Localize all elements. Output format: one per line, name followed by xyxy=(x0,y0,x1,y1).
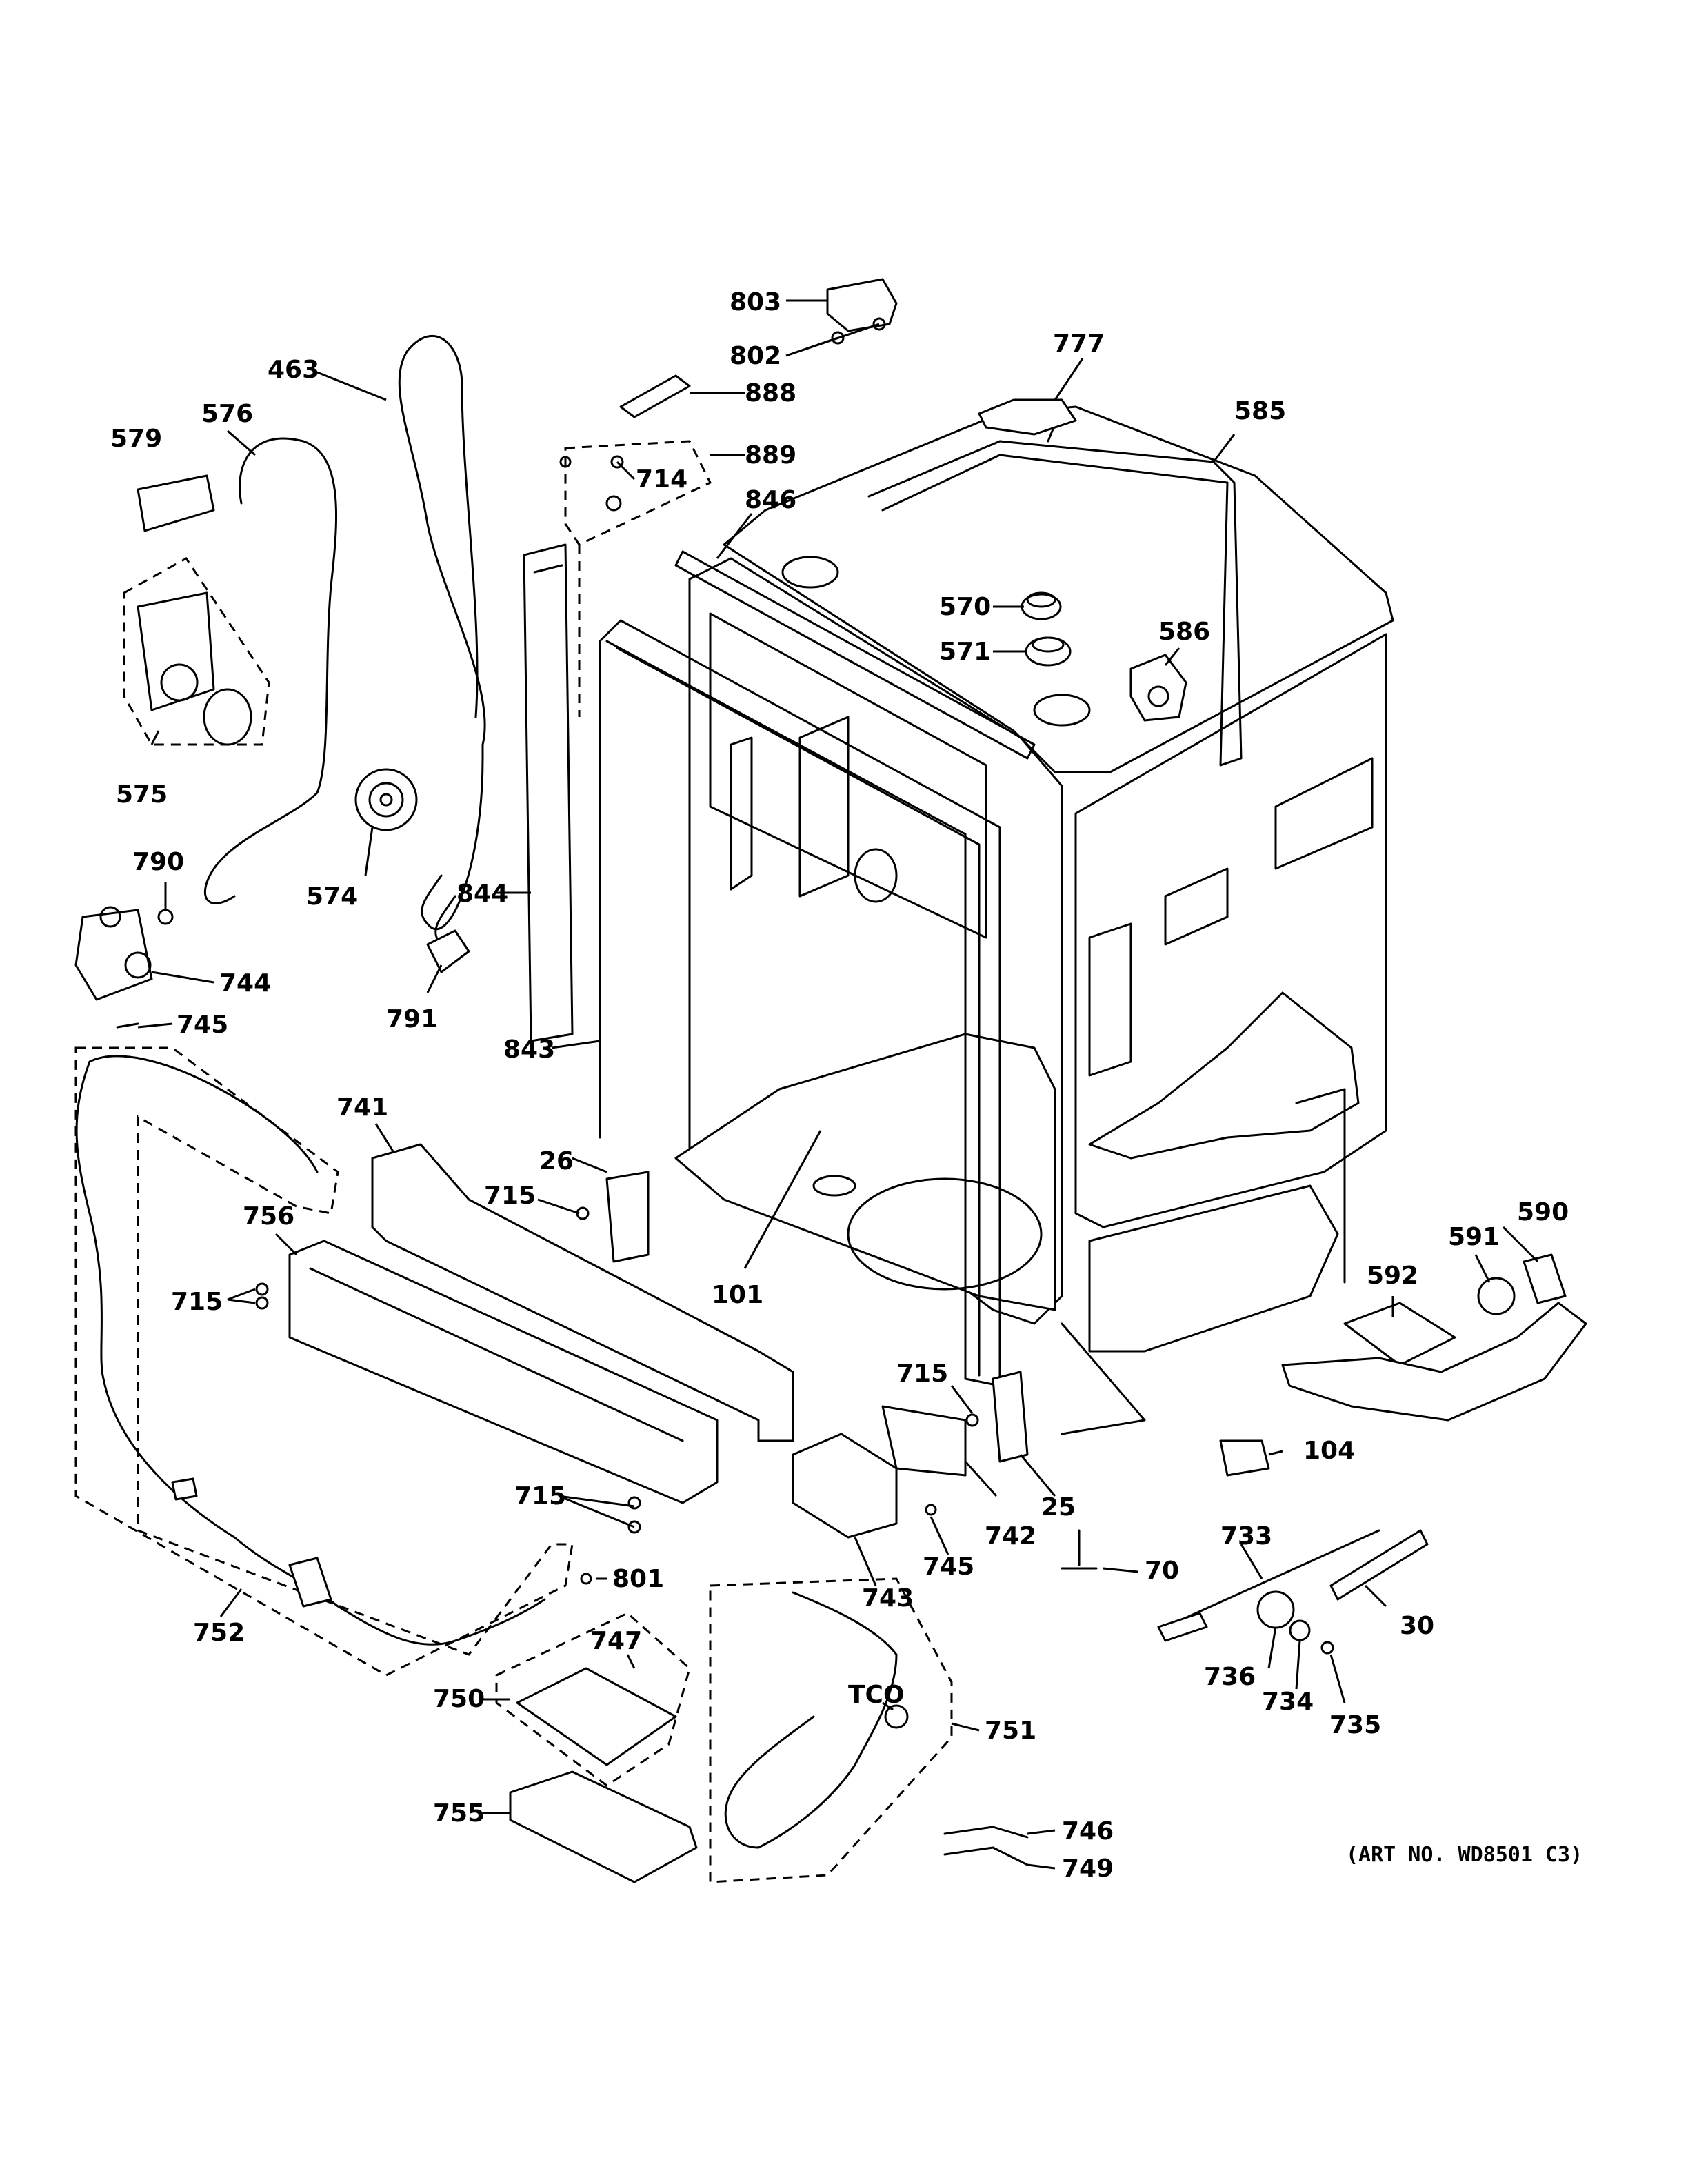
vent-574 xyxy=(354,768,418,831)
callout-742: 742 xyxy=(985,1522,1036,1550)
kickplate-756 xyxy=(288,1240,719,1504)
callout-574: 574 xyxy=(306,882,358,911)
callout-736: 736 xyxy=(1204,1663,1256,1691)
vent-assembly-575-579 xyxy=(123,474,270,746)
callout-586: 586 xyxy=(1158,618,1210,646)
callout-744: 744 xyxy=(219,969,271,998)
callout-750: 750 xyxy=(433,1685,485,1713)
callout-756: 756 xyxy=(243,1202,294,1231)
water-valve-744 xyxy=(74,906,174,1029)
callout-733: 733 xyxy=(1220,1522,1272,1550)
callout-592: 592 xyxy=(1367,1262,1418,1290)
callout-888: 888 xyxy=(745,379,796,407)
leveler-70 xyxy=(1061,1529,1098,1570)
callout-715-b: 715 xyxy=(171,1288,223,1316)
callout-575: 575 xyxy=(116,780,168,809)
callout-579: 579 xyxy=(110,425,162,453)
hose-end-791 xyxy=(426,929,470,973)
leader-lines xyxy=(137,299,1539,1870)
callout-30: 30 xyxy=(1400,1612,1434,1640)
callout-25: 25 xyxy=(1041,1493,1076,1521)
callout-714: 714 xyxy=(636,465,687,494)
harness-outline-751 xyxy=(709,1577,953,1883)
module-743 xyxy=(792,1433,898,1539)
tub-assembly xyxy=(674,398,1394,1435)
callout-735: 735 xyxy=(1329,1711,1381,1739)
callout-790: 790 xyxy=(132,848,184,876)
callout-749: 749 xyxy=(1062,1854,1114,1883)
art-number: (ART NO. WD8501 C3) xyxy=(1346,1843,1582,1867)
bracket-parts-top xyxy=(559,278,898,717)
screw-735 xyxy=(1320,1641,1334,1655)
callout-715-d: 715 xyxy=(514,1482,566,1510)
toekick-741 xyxy=(371,1143,794,1442)
wires-746-749 xyxy=(943,1826,1029,1866)
sump-cover-592 xyxy=(1343,1302,1456,1366)
callout-570: 570 xyxy=(939,593,991,621)
callout-571: 571 xyxy=(939,638,991,666)
board-outline-750 xyxy=(495,1612,691,1787)
door-gasket-843-inner xyxy=(616,647,981,1377)
vent-duct-844 xyxy=(523,543,574,1042)
callout-755: 755 xyxy=(433,1799,485,1828)
insulation-777 xyxy=(978,398,1077,436)
callout-791: 791 xyxy=(386,1005,438,1033)
callout-101: 101 xyxy=(712,1281,763,1309)
callout-751: 751 xyxy=(985,1717,1036,1745)
callout-tco: TCO xyxy=(848,1681,905,1709)
callout-846: 846 xyxy=(745,486,796,514)
bracket-742 xyxy=(881,1405,967,1477)
callout-802: 802 xyxy=(730,342,781,370)
pulley-736 xyxy=(1256,1590,1295,1629)
cable-733 xyxy=(1164,1529,1380,1628)
callout-746: 746 xyxy=(1062,1817,1114,1846)
bracket-25 xyxy=(992,1371,1029,1463)
callout-745-right: 745 xyxy=(923,1553,974,1581)
callout-803: 803 xyxy=(730,288,781,316)
float-switch-586 xyxy=(1129,654,1187,722)
spring-30 xyxy=(1329,1529,1429,1601)
callout-747: 747 xyxy=(590,1627,642,1655)
callout-463: 463 xyxy=(268,356,319,384)
callout-734: 734 xyxy=(1262,1688,1314,1716)
control-board-750 xyxy=(516,1667,677,1766)
callout-104: 104 xyxy=(1303,1437,1355,1465)
gasket-585 xyxy=(867,440,1243,767)
callout-844: 844 xyxy=(456,880,508,908)
callout-715-c: 715 xyxy=(896,1359,948,1388)
harness-752 xyxy=(74,1046,574,1677)
callout-745-left: 745 xyxy=(177,1011,228,1039)
callout-70: 70 xyxy=(1145,1557,1179,1585)
callout-715-a: 715 xyxy=(484,1182,536,1210)
callout-585: 585 xyxy=(1234,397,1286,425)
bushing-734 xyxy=(1289,1619,1311,1641)
drain-hose-463 xyxy=(398,335,486,930)
callout-843: 843 xyxy=(503,1035,555,1064)
fill-hose-576 xyxy=(203,437,338,904)
callout-801: 801 xyxy=(612,1565,664,1593)
part-104 xyxy=(1219,1439,1270,1477)
callout-752: 752 xyxy=(193,1619,245,1647)
door-gasket-843 xyxy=(599,619,1001,1387)
callout-591: 591 xyxy=(1448,1223,1500,1251)
callout-576: 576 xyxy=(201,400,253,428)
callout-743: 743 xyxy=(862,1584,914,1612)
drain-hose-590 xyxy=(1281,1302,1587,1422)
seal-591 xyxy=(1477,1277,1516,1315)
callout-741: 741 xyxy=(336,1093,388,1122)
callout-889: 889 xyxy=(745,441,796,469)
callout-590: 590 xyxy=(1517,1198,1569,1226)
callout-26: 26 xyxy=(539,1147,574,1175)
bracket-26 xyxy=(605,1171,650,1263)
callout-777: 777 xyxy=(1053,330,1105,358)
callout-labels: 803 802 888 889 714 846 777 585 570 571 … xyxy=(110,288,1582,1883)
tub-strip-846 xyxy=(674,550,1036,760)
board-housing-755 xyxy=(509,1770,698,1883)
